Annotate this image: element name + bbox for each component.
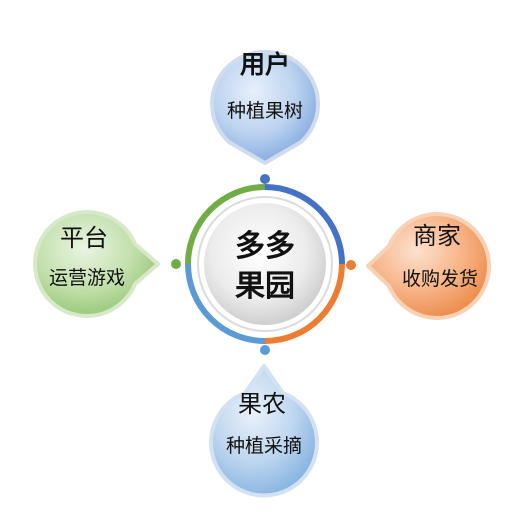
center-title-line1: 多多 — [235, 229, 295, 264]
ring-segment-green — [185, 184, 266, 265]
node-user-subtitle: 种植果树 — [227, 100, 303, 122]
node-platform-title: 平台 — [60, 224, 108, 252]
node-farmer-bubble — [209, 364, 319, 498]
node-user: 用户 种植果树 — [210, 49, 320, 165]
node-merchant-subtitle: 收购发货 — [402, 268, 478, 290]
node-user-title: 用户 — [240, 50, 290, 79]
ring-segment-orange — [264, 263, 345, 344]
ring-segment-light-blue — [185, 263, 266, 344]
node-platform: 平台 运营游戏 — [33, 210, 160, 318]
node-farmer-subtitle: 种植采摘 — [226, 435, 302, 457]
center-node: 多多 果园 — [197, 196, 333, 332]
connector-dot-bottom — [260, 345, 270, 355]
ring-segment-blue — [264, 184, 345, 265]
node-merchant-bubble — [366, 212, 491, 320]
connector-dot-right — [346, 260, 356, 270]
node-user-bubble — [210, 49, 320, 165]
center-ring — [185, 184, 345, 344]
node-platform-bubble — [33, 210, 160, 318]
node-farmer: 果农 种植采摘 — [209, 364, 319, 498]
node-farmer-title: 果农 — [238, 390, 286, 418]
node-merchant: 商家 收购发货 — [366, 212, 491, 320]
connector-dot-left — [171, 259, 181, 269]
node-platform-subtitle: 运营游戏 — [49, 267, 125, 289]
center-title-line2: 果园 — [235, 269, 295, 304]
node-merchant-title: 商家 — [413, 222, 461, 250]
connector-dot-top — [260, 174, 270, 184]
